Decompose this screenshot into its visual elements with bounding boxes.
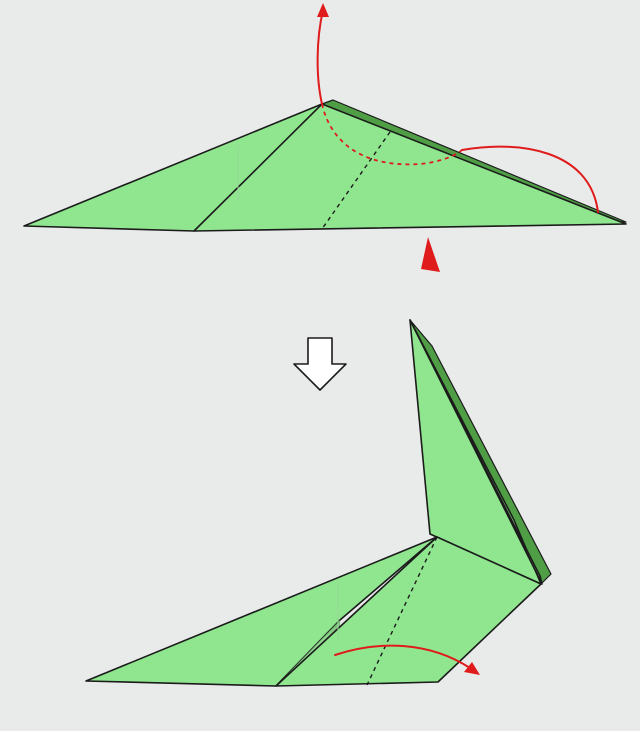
rotate-arrow-head [464,662,480,675]
step-after [85,319,552,687]
paper-raised-edge [409,319,543,585]
curved-arrow-head [317,3,329,17]
paper-front-panel [193,103,627,232]
curved-arrow-icon [316,9,324,105]
step-before [23,3,627,272]
valley-fold-line-2 [366,536,438,686]
paper-front-panel-2 [275,536,542,687]
down-arrow-icon [293,337,347,391]
valley-fold-line [321,131,391,230]
hidden-rotation-path [321,103,463,166]
step-arrow [293,337,347,391]
push-arrowhead-icon [421,237,440,272]
rotate-arrow-icon [334,644,471,669]
swing-arrow-arc [461,145,599,213]
